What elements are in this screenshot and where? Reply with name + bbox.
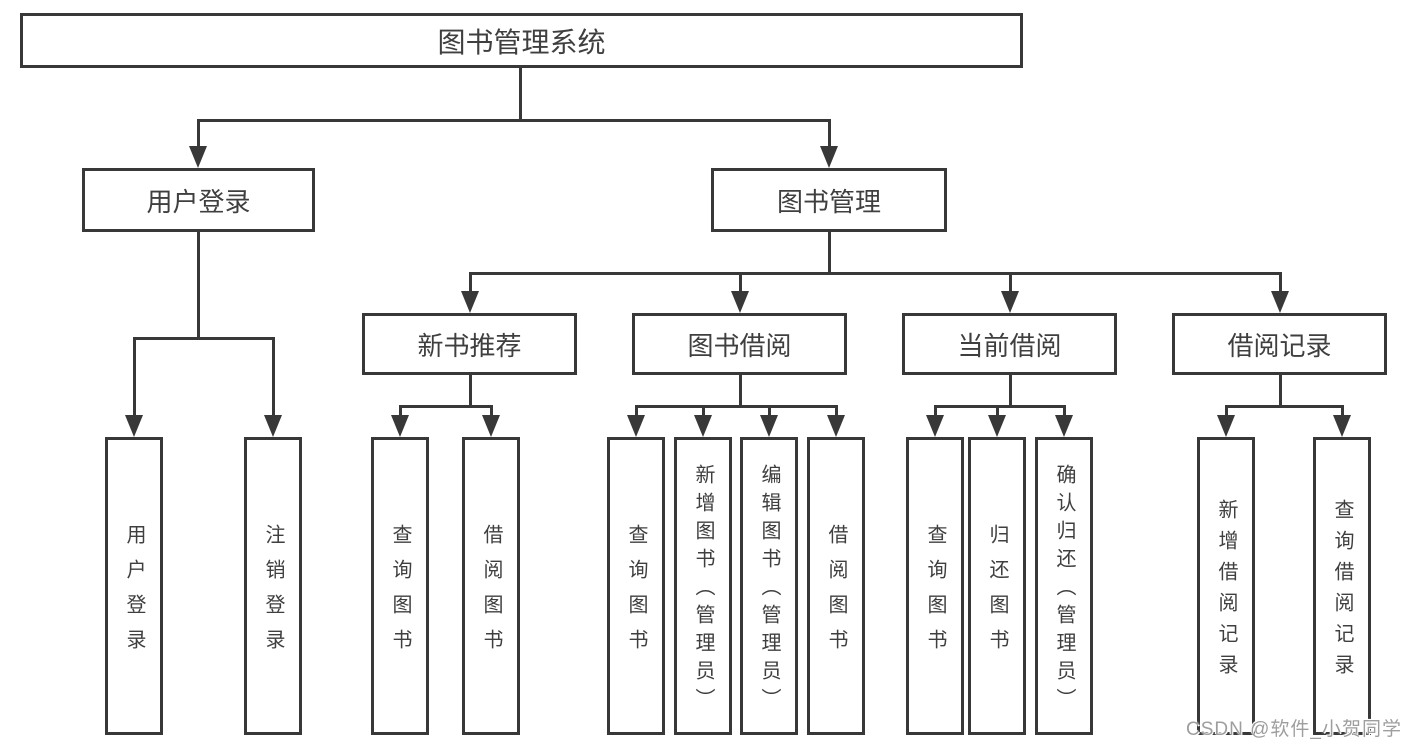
arrowhead-down-icon [694,415,712,437]
arrowhead-down-icon [627,415,645,437]
node-label: 借阅记录 [1227,330,1332,361]
node-borrow-records: 借阅记录 [1172,313,1387,375]
arrowhead-down-icon [391,415,409,437]
leaf-label: 借阅图书 [480,523,502,664]
connector-arrow-stem [490,405,493,417]
connector-hline [469,272,1282,275]
arrowhead-down-icon [1333,415,1351,437]
connector-vline [469,375,472,408]
connector-arrow-stem [828,119,831,148]
node-label: 当前借阅 [957,330,1062,361]
leaf-query-books-current: 查询图书 [906,437,964,735]
connector-arrow-stem [702,405,705,417]
connector-arrow-stem [1009,272,1012,293]
node-root-library-management-system: 图书管理系统 [20,13,1023,68]
connector-arrow-stem [1341,405,1344,417]
node-book-management: 图书管理 [711,168,947,232]
leaf-add-books-admin: 新增图书（管理员） [674,437,732,735]
connector-vline [1279,375,1282,408]
node-label: 用户登录 [146,186,251,217]
leaf-logout: 注销登录 [244,437,302,735]
connector-arrow-stem [272,337,275,417]
connector-arrow-stem [934,405,937,417]
connector-arrow-stem [133,337,136,417]
leaf-label: 查询借阅记录 [1331,498,1353,685]
leaf-label: 确认归还（管理员） [1053,464,1075,716]
node-label: 图书借阅 [687,330,792,361]
connector-vline [828,232,831,275]
connector-hline [133,337,275,340]
leaf-query-borrow-record: 查询借阅记录 [1313,437,1371,735]
arrowhead-down-icon [189,146,207,168]
arrowhead-down-icon [988,415,1006,437]
node-new-book-recommend: 新书推荐 [362,313,577,375]
arrowhead-down-icon [461,291,479,313]
leaf-label: 新增借阅记录 [1215,498,1237,685]
leaf-label: 注销登录 [262,523,284,664]
node-label: 图书管理系统 [437,26,606,58]
leaf-label: 查询图书 [389,523,411,664]
node-book-borrow: 图书借阅 [632,313,847,375]
connector-arrow-stem [768,405,771,417]
connector-arrow-stem [1279,272,1282,293]
connector-hline [934,405,1065,408]
leaf-borrow-books-recommend: 借阅图书 [462,437,520,735]
connector-vline [519,68,522,121]
leaf-borrow-books-borrow: 借阅图书 [807,437,865,735]
leaf-query-books-recommend: 查询图书 [371,437,429,735]
leaf-edit-books-admin: 编辑图书（管理员） [740,437,798,735]
leaf-label: 归还图书 [986,523,1008,664]
node-user-login: 用户登录 [82,168,315,232]
leaf-return-books: 归还图书 [968,437,1026,735]
arrowhead-down-icon [760,415,778,437]
leaf-label: 借阅图书 [825,523,847,664]
connector-arrow-stem [835,405,838,417]
node-label: 新书推荐 [417,330,522,361]
leaf-label: 新增图书（管理员） [692,464,714,716]
node-label: 图书管理 [776,186,881,217]
arrowhead-down-icon [731,291,749,313]
connector-hline [399,405,492,408]
connector-vline [1009,375,1012,408]
leaf-label: 查询图书 [924,523,946,664]
arrowhead-down-icon [820,146,838,168]
csdn-watermark: CSDN @软件_小贺同学 [1186,719,1402,740]
connector-arrow-stem [469,272,472,293]
connector-hline [1225,405,1343,408]
node-current-borrow: 当前借阅 [902,313,1117,375]
leaf-user-login: 用户登录 [105,437,163,735]
connector-arrow-stem [996,405,999,417]
leaf-add-borrow-record: 新增借阅记录 [1197,437,1255,735]
connector-arrow-stem [1225,405,1228,417]
connector-hline [635,405,837,408]
arrowhead-down-icon [1001,291,1019,313]
arrowhead-down-icon [827,415,845,437]
connector-arrow-stem [197,119,200,148]
arrowhead-down-icon [1271,291,1289,313]
arrowhead-down-icon [1055,415,1073,437]
leaf-query-books-borrow: 查询图书 [607,437,665,735]
leaf-confirm-return-admin: 确认归还（管理员） [1035,437,1093,735]
arrowhead-down-icon [926,415,944,437]
leaf-label: 用户登录 [123,523,145,664]
arrowhead-down-icon [482,415,500,437]
arrowhead-down-icon [1217,415,1235,437]
connector-arrow-stem [635,405,638,417]
connector-vline [739,375,742,408]
connector-arrow-stem [1063,405,1066,417]
connector-hline [197,119,831,122]
leaf-label: 编辑图书（管理员） [758,464,780,716]
arrowhead-down-icon [264,415,282,437]
connector-arrow-stem [399,405,402,417]
connector-arrow-stem [739,272,742,293]
connector-vline [197,232,200,340]
arrowhead-down-icon [125,415,143,437]
leaf-label: 查询图书 [625,523,647,664]
